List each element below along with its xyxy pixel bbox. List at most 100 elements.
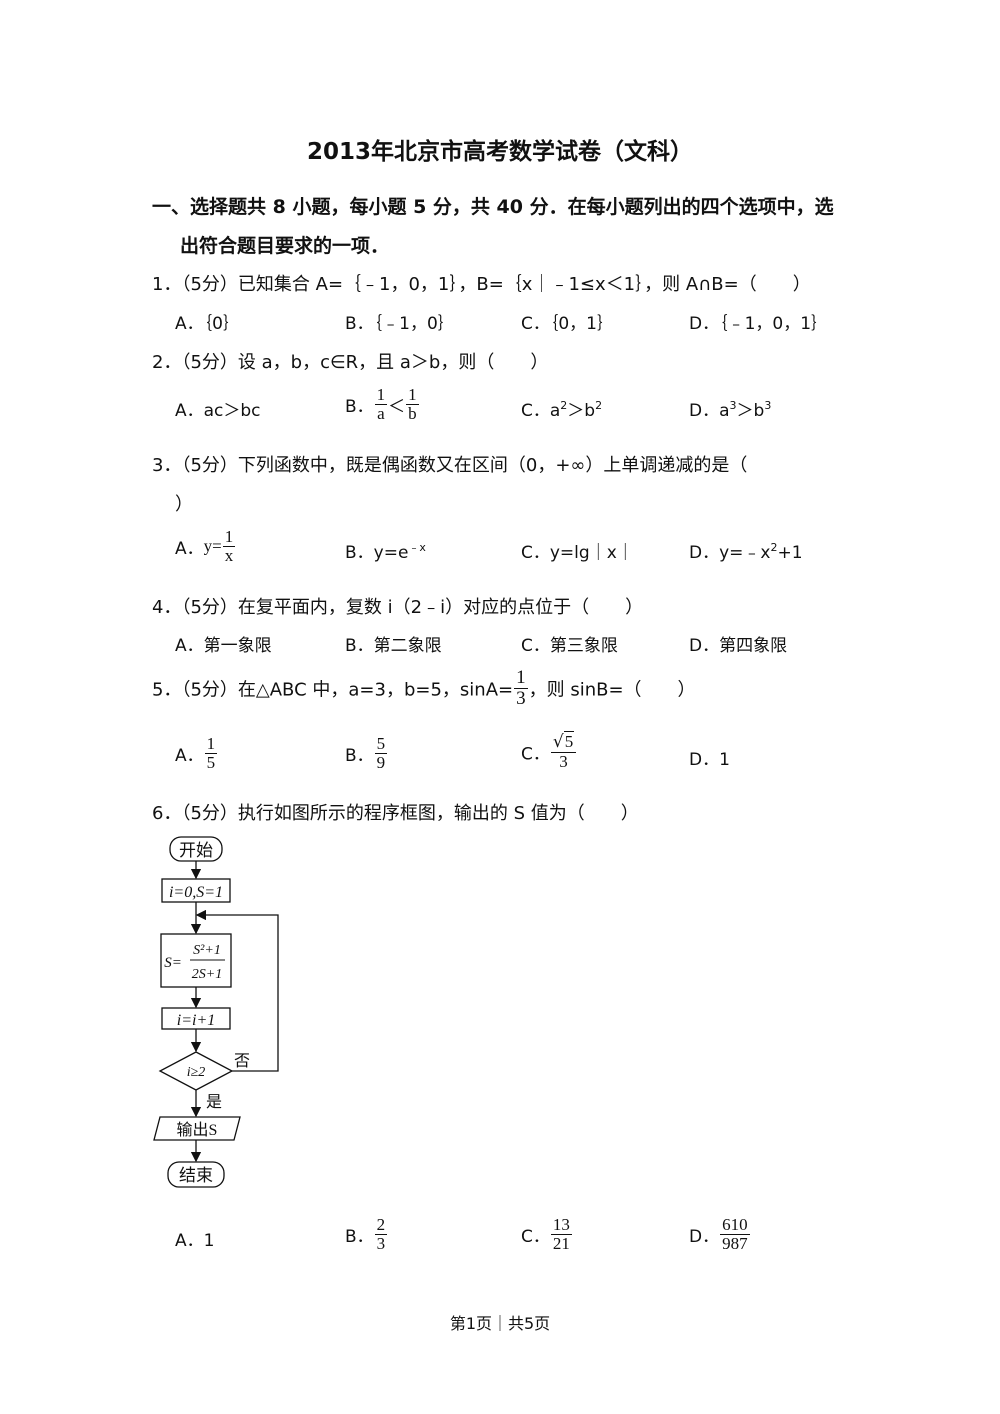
q1-option-c: C．｛0，1｝ [521,314,615,334]
q2-option-c: C．a2＞b2 [521,396,602,421]
q2-d-text: D．a [689,401,730,421]
q6-option-a: A．1 [175,1231,215,1251]
q2-d-mid: ＞b [736,401,765,421]
flow-end-label: 结束 [179,1166,213,1185]
radicand: 5 [563,731,575,751]
fraction-denominator: 21 [552,1233,570,1253]
q3-b-text: B．y=e [345,543,409,563]
fraction-denominator: b [408,403,417,423]
q6-d-label: D． [689,1226,720,1247]
fraction-denominator: 3 [516,687,526,709]
fraction-numerator: 1 [406,385,419,405]
q2-b-label: B． [345,396,374,417]
page-title: 2013年北京市高考数学试卷（文科） [306,139,693,165]
question-4-stem: 4．（5分）在复平面内，复数 i（2﹣i）对应的点位于（ ） [152,597,644,618]
q3-d-text: D．y=﹣x [689,543,771,563]
exponent: 3 [729,399,737,412]
flow-increment-label: i=i+1 [177,1012,215,1029]
q2-option-d: D．a3＞b3 [689,396,771,421]
section-heading-cont: 出符合题目要求的一项． [180,235,390,257]
exponent: 2 [770,541,778,554]
fraction-numerator: 610 [720,1215,750,1235]
q5-stem-post: ，则 sinB=（ ） [528,679,696,701]
fraction-numerator: 5 [374,734,388,754]
q4-option-a: A．第一象限 [175,636,272,656]
q2-option-a: A．ac＞bc [175,401,261,421]
flow-yes-label: 是 [206,1094,222,1111]
q3-option-c: C．y=lg｜x｜ [521,543,634,563]
fraction-denominator: 5 [206,752,216,772]
question-3-stem-end: ） [175,494,193,515]
q1-option-b: B．｛﹣1，0｝ [345,314,455,334]
less-than-sign: ＜ [388,396,406,417]
q1-option-d: D．｛﹣1，0，1｝ [689,314,829,334]
q3-option-b: B．y=e﹣x [345,538,426,563]
fraction-numerator: 1 [204,734,218,754]
fraction-denominator: x [224,545,234,565]
page-footer: 第1页｜共5页 [449,1314,551,1333]
flow-no-label: 否 [234,1053,250,1070]
exponent: 2 [595,399,603,412]
flow-output-box [153,1116,241,1141]
q5-stem-pre: 5．（5分）在△ABC 中，a=3，b=5，sinA= [152,679,514,701]
flow-assign-lhs: S= [164,955,182,971]
q4-option-d: D．第四象限 [689,636,788,656]
q6-b-label: B． [345,1226,374,1247]
q5-a-label: A． [175,745,204,766]
flow-start-label: 开始 [179,841,213,860]
q6-c-label: C． [521,1226,550,1247]
fraction-numerator: √5 [550,731,577,753]
question-3-stem: 3．（5分）下列函数中，既是偶函数又在区间（0，+∞）上单调递减的是（ [152,455,748,476]
section-heading: 一、选择题共 8 小题，每小题 5 分，共 40 分．在每小题列出的四个选项中，… [152,196,834,218]
question-2-stem: 2．（5分）设 a，b，c∈R，且 a＞b，则（ ） [152,352,549,373]
fraction-numerator: 13 [550,1215,572,1235]
fraction-denominator: 987 [722,1233,748,1253]
square-root: √5 [552,731,575,752]
exponent: ﹣x [408,541,426,554]
q5-c-label: C． [521,744,550,765]
question-6-stem: 6．（5分）执行如图所示的程序框图，输出的 S 值为（ ） [152,803,639,824]
q4-option-c: C．第三象限 [521,636,618,656]
fraction-denominator: 3 [376,1233,386,1253]
q3-a-label: A． [175,538,204,559]
q4-option-b: B．第二象限 [345,636,442,656]
q5-option-d: D．1 [689,750,730,770]
q2-c-text: C．a [521,401,561,421]
fraction-denominator: a [377,403,385,423]
flow-assign-denominator: 2S+1 [192,967,222,982]
fraction-numerator: 2 [374,1215,388,1235]
question-1-stem: 1．（5分）已知集合 A=｛﹣1，0，1｝，B=｛x｜﹣1≤x＜1｝，则 A∩B… [152,274,811,295]
fraction-numerator: 1 [222,527,236,547]
flow-condition-label: i≥2 [187,1065,206,1080]
q3-d-tail: +1 [777,543,803,563]
radical-sign-icon: √ [552,732,564,752]
q3-option-d: D．y=﹣x2+1 [689,538,803,563]
flow-output-label: 输出S [177,1121,218,1139]
q3-a-prefix: y= [203,536,222,556]
flowchart: 开始 i=0,S=1 S= S²+1 2S+1 i=i+1 i≥2 否 是 输出… [153,836,279,1188]
flow-init-label: i=0,S=1 [169,884,223,901]
fraction-denominator: 9 [376,752,386,772]
fraction-numerator: 1 [514,667,528,689]
fraction-numerator: 1 [374,385,388,405]
fraction-denominator: 3 [559,751,568,771]
q5-b-label: B． [345,745,374,766]
q1-option-a: A．｛0｝ [175,314,240,334]
